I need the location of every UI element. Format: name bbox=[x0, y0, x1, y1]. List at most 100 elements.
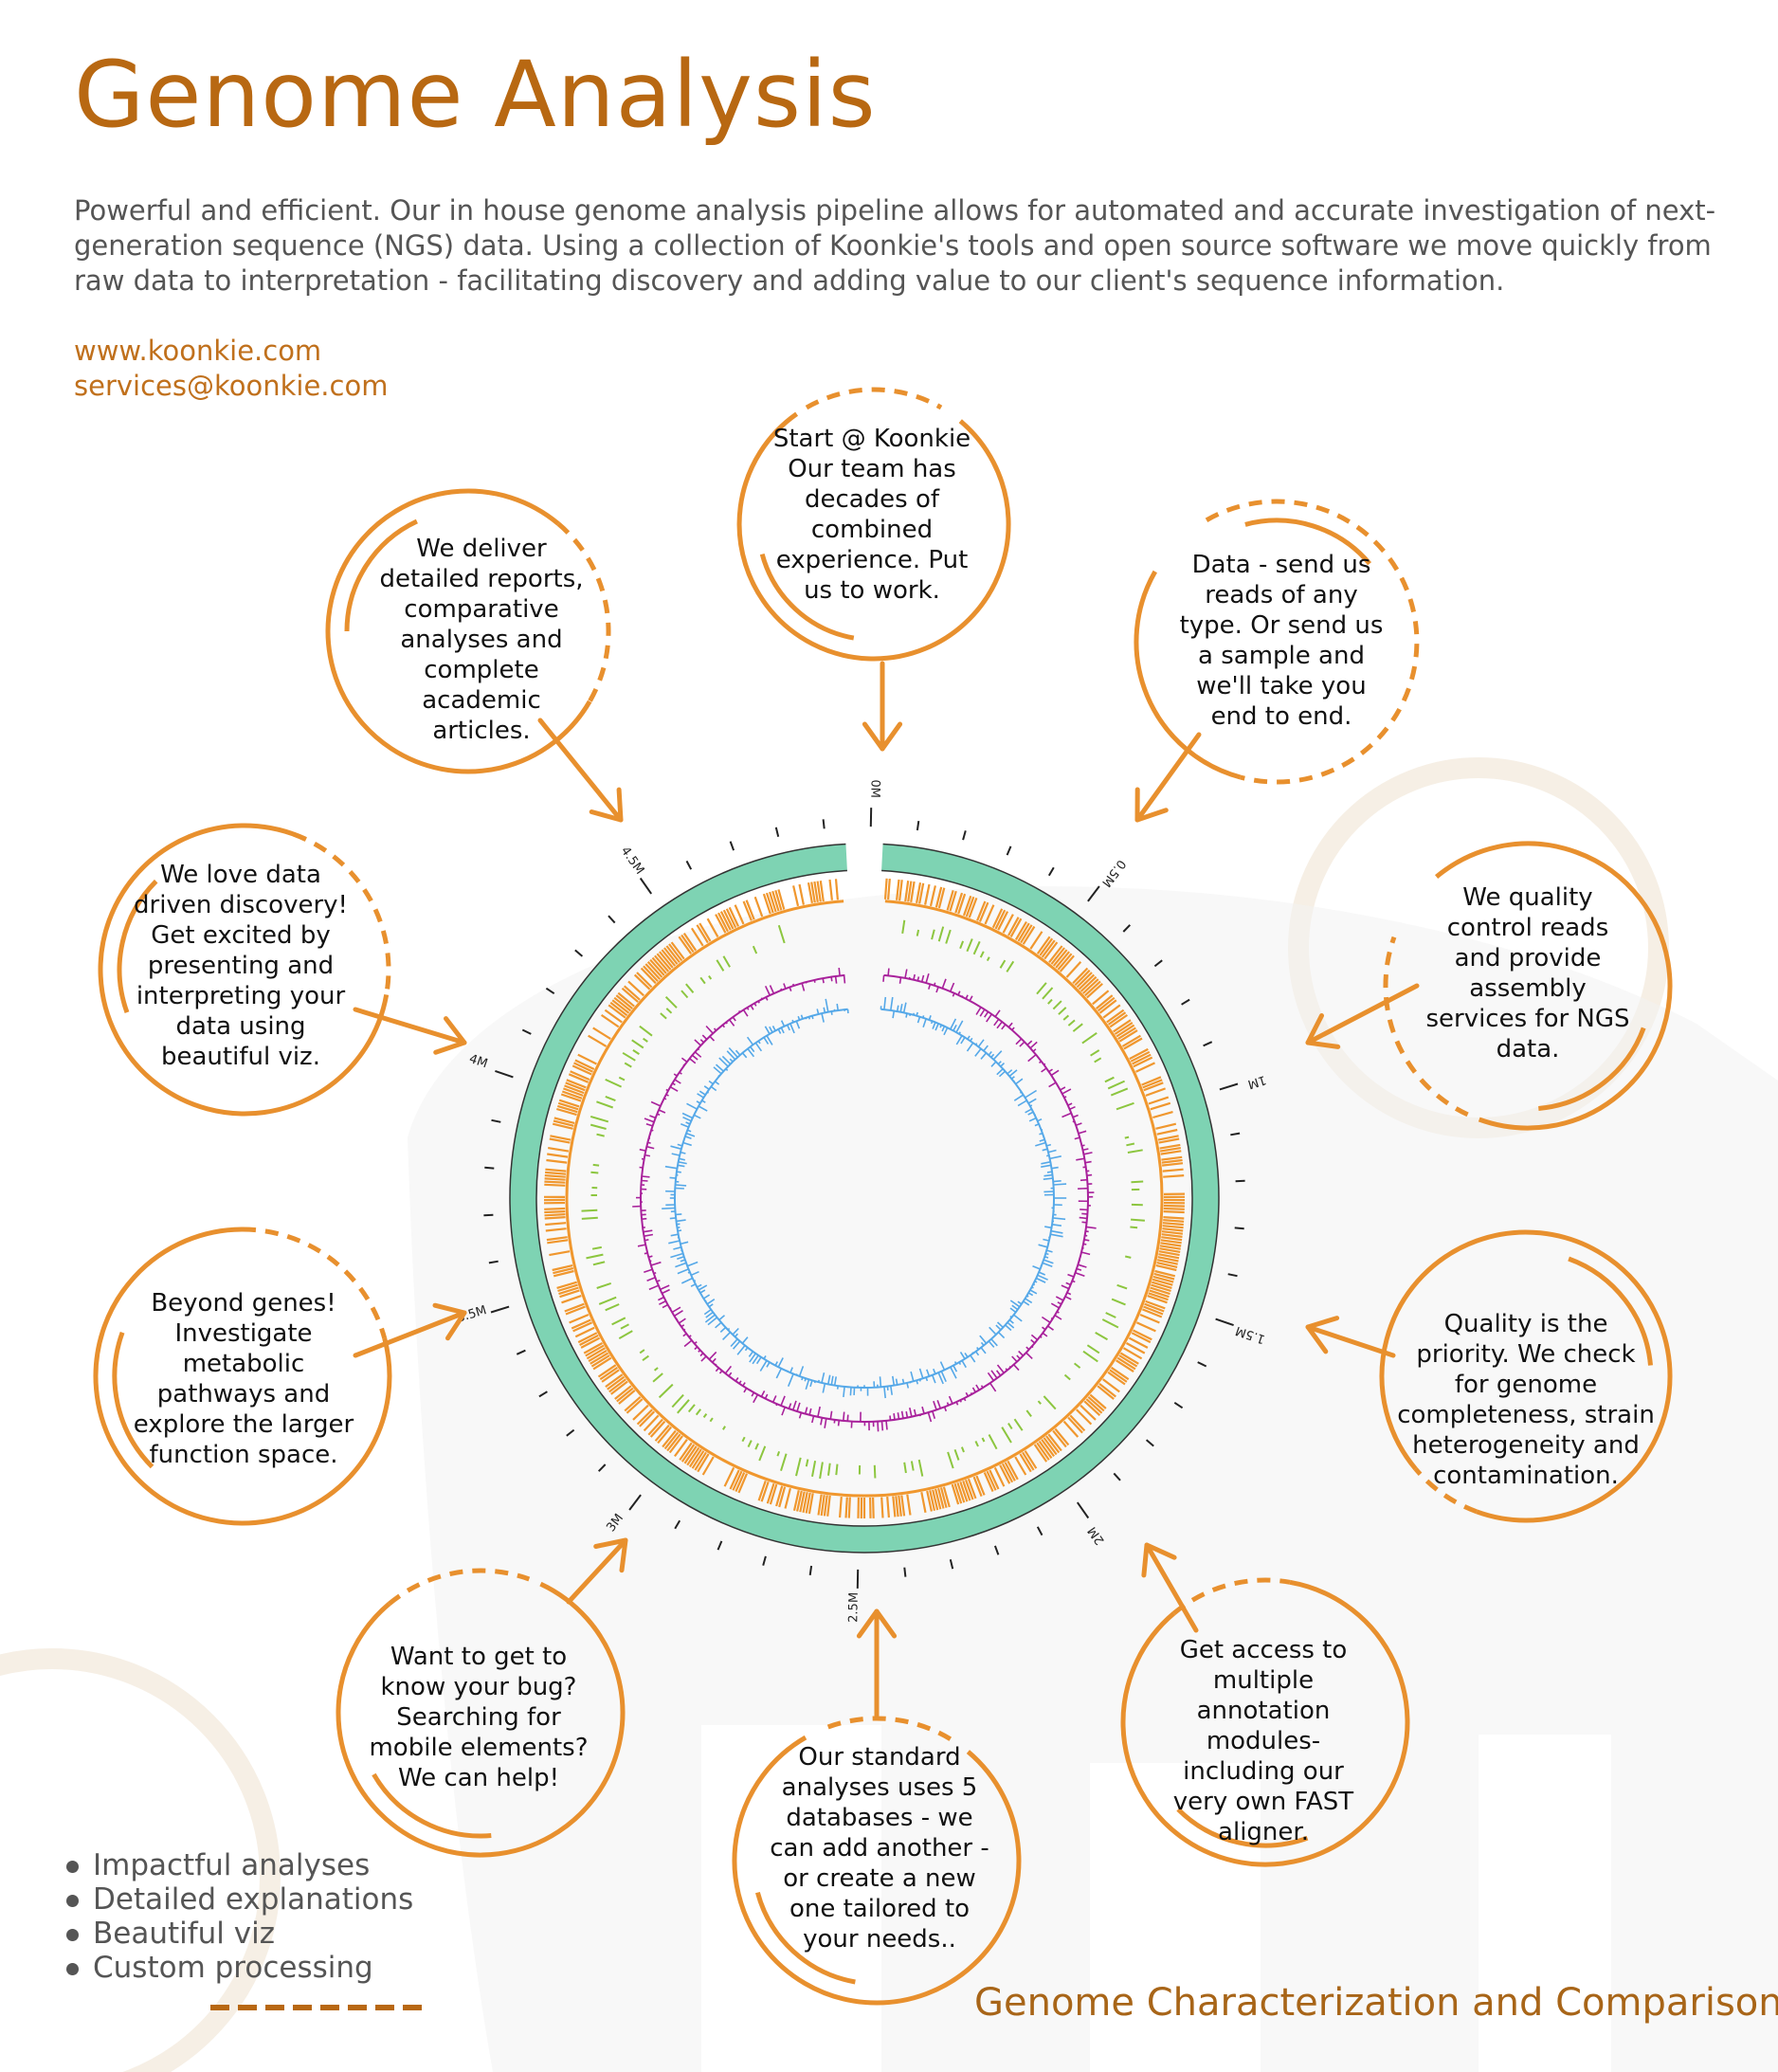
tick-mark bbox=[762, 1555, 767, 1566]
tick-mark bbox=[916, 820, 920, 831]
bubble-text-line: annotation bbox=[1196, 1697, 1331, 1725]
bubble-text-line: We deliver bbox=[416, 535, 547, 563]
arrow-shaft bbox=[1305, 1324, 1396, 1358]
speech-bubble bbox=[325, 488, 611, 774]
bubble-text-line: detailed reports, bbox=[379, 565, 584, 593]
genome-rings bbox=[509, 843, 1220, 1554]
bubble-text-line: analyses uses 5 bbox=[781, 1773, 978, 1802]
flow-arrows bbox=[353, 661, 1420, 1718]
tick-mark bbox=[729, 841, 735, 851]
tick-mark bbox=[1006, 845, 1012, 856]
bubble-text-line: analyses and bbox=[400, 626, 563, 654]
feature-item: Custom processing bbox=[66, 1951, 413, 1985]
tick-mark bbox=[717, 1540, 723, 1551]
website-link[interactable]: www.koonkie.com bbox=[74, 335, 322, 367]
feature-item: Impactful analyses bbox=[66, 1848, 413, 1882]
bubble-text-line: We love data bbox=[160, 861, 321, 889]
backbone-ring bbox=[510, 844, 1219, 1553]
bubble-text-line: for genome bbox=[1454, 1371, 1598, 1399]
arrow-shaft bbox=[1305, 983, 1420, 1045]
bubble-text-line: presenting and bbox=[147, 952, 335, 980]
bubble-solid-arc bbox=[98, 823, 390, 1117]
bubble-text-line: beautiful viz. bbox=[161, 1043, 320, 1071]
tick-mark bbox=[1234, 1227, 1244, 1230]
tick-mark bbox=[521, 1028, 532, 1035]
bubble-text-line: databases - we bbox=[786, 1804, 973, 1832]
bubble-text-line: We can help! bbox=[397, 1764, 560, 1792]
contact-block: www.koonkie.com services@koonkie.com bbox=[74, 334, 388, 404]
arrow-shaft bbox=[566, 1537, 628, 1605]
bubble-text-line: function space. bbox=[149, 1441, 338, 1469]
flow-arrow bbox=[1134, 732, 1202, 823]
bubble-text-line: comparative bbox=[404, 595, 559, 624]
bubble-text-line: or create a new bbox=[783, 1864, 976, 1893]
bubble-dashed-arc bbox=[1171, 1577, 1291, 1616]
tick-mark bbox=[608, 915, 616, 924]
genome-data-tracks bbox=[543, 878, 1186, 1519]
tick-label: 2M bbox=[1085, 1524, 1107, 1548]
tick-mark bbox=[1113, 1472, 1121, 1481]
flow-arrow bbox=[537, 718, 624, 823]
bubble-inner-arc bbox=[759, 553, 855, 641]
bubble-text-line: Our team has bbox=[788, 455, 956, 483]
arrow-head bbox=[856, 1609, 898, 1639]
tick-mark bbox=[1122, 924, 1132, 933]
bubble-text-line: Get access to bbox=[1179, 1636, 1348, 1664]
speech-bubble bbox=[93, 1227, 392, 1526]
bubble-solid-arc bbox=[93, 1227, 392, 1526]
green-track bbox=[581, 919, 1145, 1480]
tick-mark bbox=[1197, 1361, 1207, 1368]
bubble-text-line: reads of any bbox=[1205, 581, 1358, 609]
arrow-head bbox=[593, 1537, 628, 1573]
tick-label: 1.5M bbox=[1234, 1323, 1267, 1347]
page-title: Genome Analysis bbox=[74, 42, 877, 148]
bubble-text-line: can add another - bbox=[770, 1834, 989, 1863]
bubble-dashed-arc bbox=[293, 831, 391, 995]
arrow-shaft bbox=[1134, 732, 1202, 823]
bubble-text-line: combined bbox=[810, 516, 934, 544]
bubble-text-line: completeness, strain bbox=[1397, 1401, 1655, 1429]
bubble-text-line: Get excited by bbox=[151, 921, 331, 950]
bubble-text-line: pathways and bbox=[156, 1380, 331, 1409]
tick-mark bbox=[597, 1463, 607, 1472]
tick-mark bbox=[484, 1166, 495, 1170]
flow-arrow bbox=[1305, 983, 1420, 1049]
bubble-dashed-arc bbox=[826, 1716, 960, 1747]
tick-mark bbox=[1036, 1526, 1043, 1536]
bubble-text-line: articles. bbox=[432, 717, 531, 745]
bubble-text-line: metabolic bbox=[182, 1350, 305, 1378]
bubble-solid-arc bbox=[732, 1735, 1022, 2006]
backbone-outline-outer bbox=[509, 843, 1220, 1554]
bubble-inner-arc bbox=[112, 1331, 154, 1469]
speech-bubble bbox=[1383, 841, 1673, 1131]
tick-mark bbox=[1153, 959, 1163, 968]
tick-label: 0M bbox=[867, 779, 881, 798]
email-link[interactable]: services@koonkie.com bbox=[74, 370, 389, 402]
bubble-text-line: heterogeneity and bbox=[1412, 1431, 1640, 1460]
bubble-dashed-arc bbox=[805, 387, 943, 410]
bubble-inner-arc bbox=[1244, 518, 1372, 566]
bubble-dashed-arc bbox=[242, 1227, 388, 1339]
tick-mark bbox=[491, 1118, 501, 1123]
footer-tagline: Genome Characterization and Comparison bbox=[974, 1981, 1778, 2025]
speech-bubble bbox=[736, 387, 1011, 662]
bubble-text-line: control reads bbox=[1446, 914, 1609, 942]
flow-arrow bbox=[862, 661, 903, 752]
tick-mark bbox=[1076, 1501, 1090, 1519]
arrow-head bbox=[432, 1302, 467, 1341]
tick-mark bbox=[574, 949, 584, 957]
bubble-text-line: Quality is the bbox=[1443, 1310, 1608, 1338]
arrow-head bbox=[1141, 1542, 1177, 1578]
bubble-text-line: academic bbox=[422, 686, 541, 715]
tick-mark bbox=[993, 1545, 1000, 1555]
gene-track bbox=[543, 878, 1186, 1519]
tick-mark bbox=[1047, 866, 1055, 877]
arrow-shaft bbox=[353, 1007, 467, 1045]
tick-mark bbox=[685, 860, 693, 870]
bubble-solid-arc bbox=[1379, 1229, 1673, 1523]
